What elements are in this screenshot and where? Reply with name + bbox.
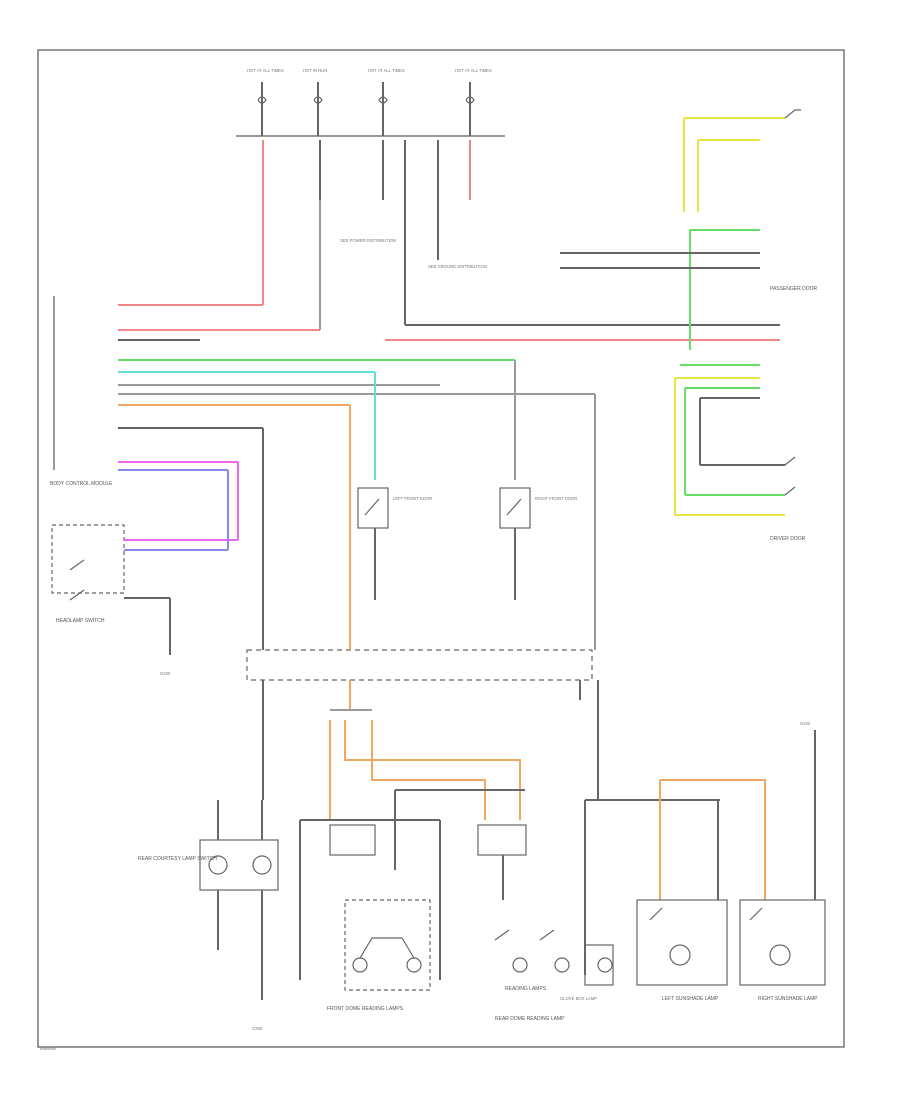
rf-door-label: RIGHT FRONT DOOR <box>535 496 577 501</box>
rear-dome-lamps: READING LAMPS REAR DOME READING LAMP <box>394 789 570 1022</box>
splice-label-1: SEE POWER DISTRIBUTION <box>340 238 396 243</box>
splice-label-2: SEE GROUND DISTRIBUTION <box>428 264 487 269</box>
left-sunshade-label: LEFT SUNSHADE LAMP <box>662 996 719 1002</box>
svg-text:HOT AT ALL TIMES: HOT AT ALL TIMES <box>368 68 405 73</box>
lf-door-label: LEFT FRONT DOOR <box>393 496 432 501</box>
diagram-frame <box>37 49 845 1048</box>
headlamp-switch: HEADLAMP SWITCH G200 <box>51 462 239 676</box>
svg-text:HOT AT ALL TIMES: HOT AT ALL TIMES <box>247 68 284 73</box>
rear-courtesy-ground: G300 <box>252 1026 263 1031</box>
left-front-door-switch: LEFT FRONT DOOR <box>357 372 432 600</box>
fuse-1: HOT AT ALL TIMES <box>247 68 284 136</box>
right-sunshade-label: RIGHT SUNSHADE LAMP <box>758 996 818 1002</box>
driver-door-label: DRIVER DOOR <box>770 536 806 542</box>
fuse-4: HOT AT ALL TIMES <box>455 68 492 136</box>
svg-text:HOT AT ALL TIMES: HOT AT ALL TIMES <box>455 68 492 73</box>
footer-code: 8869694 <box>40 1046 57 1051</box>
headlamp-ground: G200 <box>160 671 171 676</box>
glove-box-lamp: GLOVE BOX LAMP <box>560 799 720 1001</box>
left-sunshade-lamp: LEFT SUNSHADE LAMP <box>636 779 745 1002</box>
rear-courtesy-label: REAR COURTESY LAMP SWITCH <box>138 856 217 862</box>
rear-dome-label: REAR DOME READING LAMP <box>495 1016 565 1022</box>
headlamp-switch-label: HEADLAMP SWITCH <box>56 618 105 624</box>
svg-text:HOT IN RUN: HOT IN RUN <box>303 68 327 73</box>
driver-door-switch: DRIVER DOOR <box>674 364 806 542</box>
passenger-door-switch: PASSENGER DOOR <box>560 109 818 350</box>
splice-block <box>246 394 596 681</box>
glove-box-label: GLOVE BOX LAMP <box>560 996 597 1001</box>
rear-courtesy-switch: REAR COURTESY LAMP SWITCH G300 <box>138 800 279 1031</box>
passenger-door-label: PASSENGER DOOR <box>770 286 818 292</box>
front-dome-label: FRONT DOME READING LAMPS <box>327 1006 404 1012</box>
fuse-2: HOT IN RUN <box>303 68 327 136</box>
right-ground: G202 <box>800 721 811 726</box>
fuse-block-top: HOT AT ALL TIMES HOT IN RUN HOT AT ALL T… <box>236 68 505 137</box>
front-dome-lamps: FRONT DOME READING LAMPS <box>299 819 441 1012</box>
bcm-label: BODY CONTROL MODULE <box>50 481 113 487</box>
right-sunshade-lamp: RIGHT SUNSHADE LAMP G202 <box>739 721 826 1002</box>
right-front-door-switch: RIGHT FRONT DOOR <box>499 360 577 600</box>
reading-lamps-label: READING LAMPS <box>505 986 547 992</box>
fuse-3: HOT AT ALL TIMES <box>368 68 405 136</box>
